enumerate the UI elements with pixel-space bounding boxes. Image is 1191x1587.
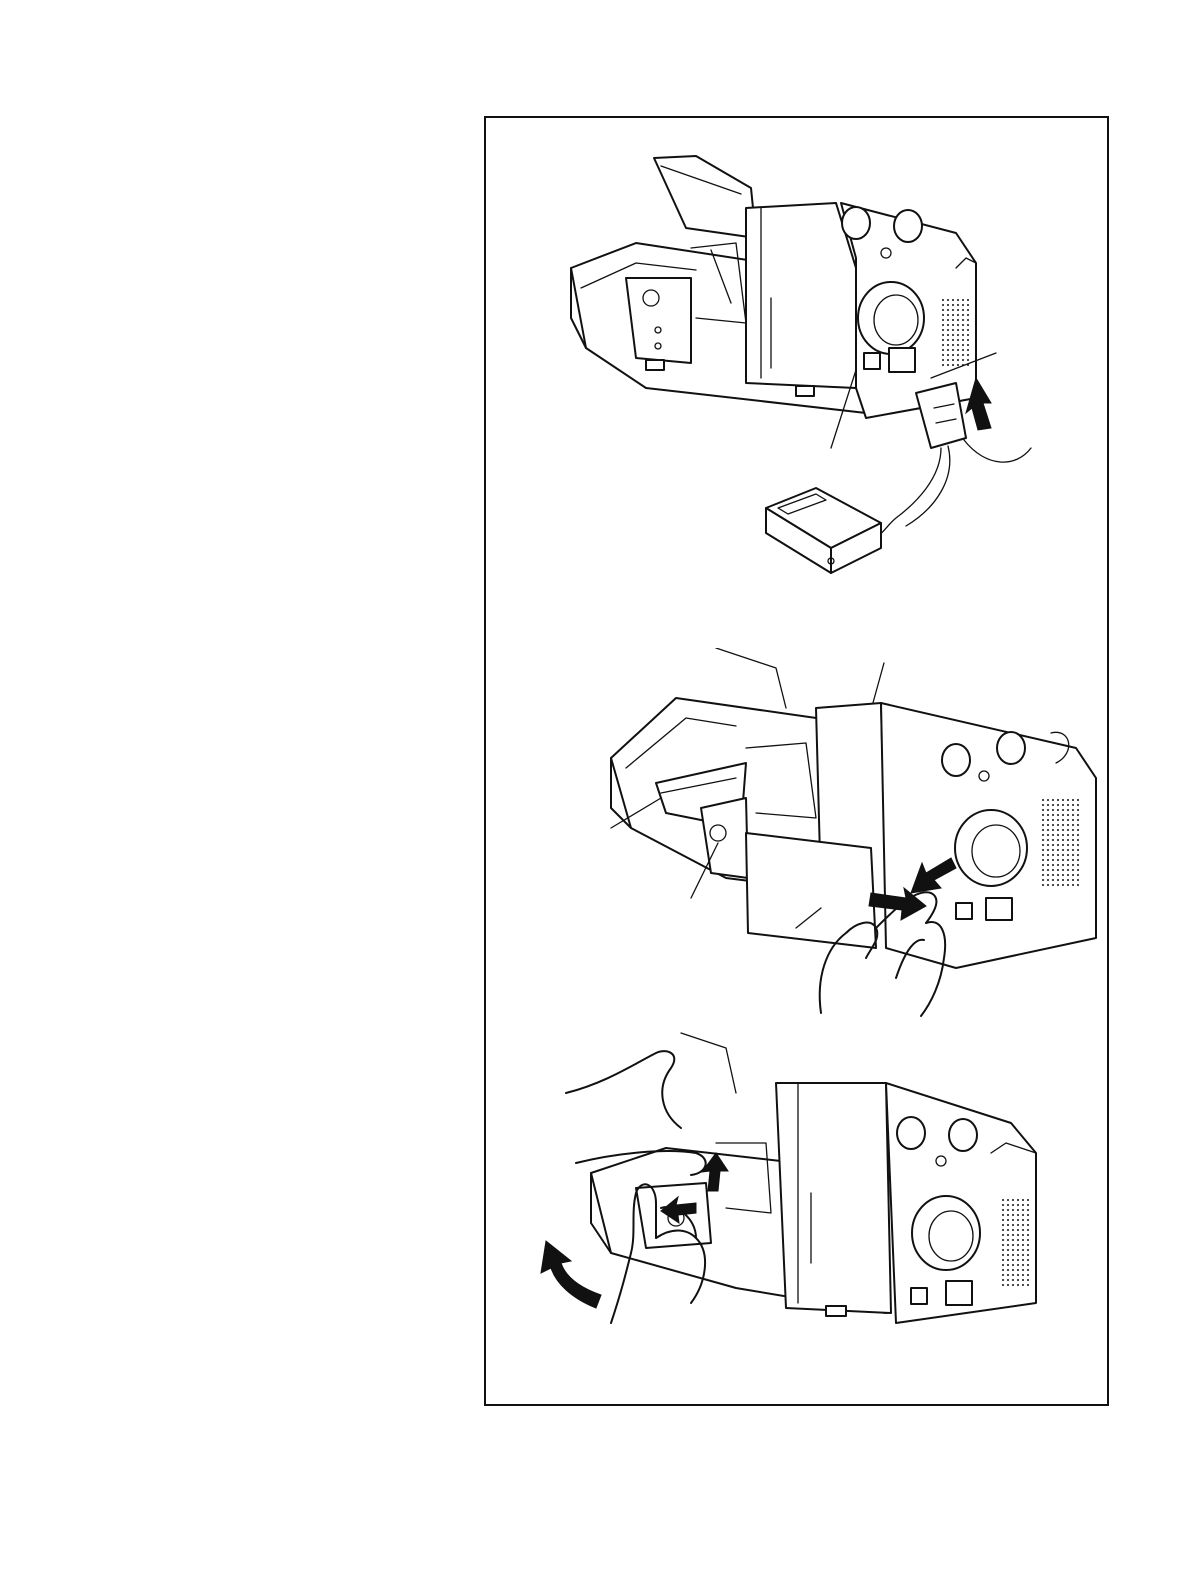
panel-connect-foot-control (486, 148, 1107, 598)
power-switch-icon (864, 353, 880, 369)
panel-open-free-arm (486, 1023, 1107, 1343)
sewing-machine-icon (591, 1033, 1036, 1323)
socket-icon (889, 348, 915, 372)
illustration-frame (484, 116, 1109, 1406)
panel-3-drawing (486, 1023, 1107, 1343)
curved-arrow-icon (541, 1241, 601, 1308)
looper-cover (746, 833, 876, 948)
panel-open-looper-cover (486, 648, 1107, 1018)
blank-text-column (0, 0, 470, 1587)
panel-1-drawing (486, 148, 1107, 598)
vent-grill (941, 298, 971, 368)
panel-2-drawing (486, 648, 1107, 1018)
sewing-machine-icon (611, 648, 1096, 968)
foot-control-icon (766, 488, 881, 573)
